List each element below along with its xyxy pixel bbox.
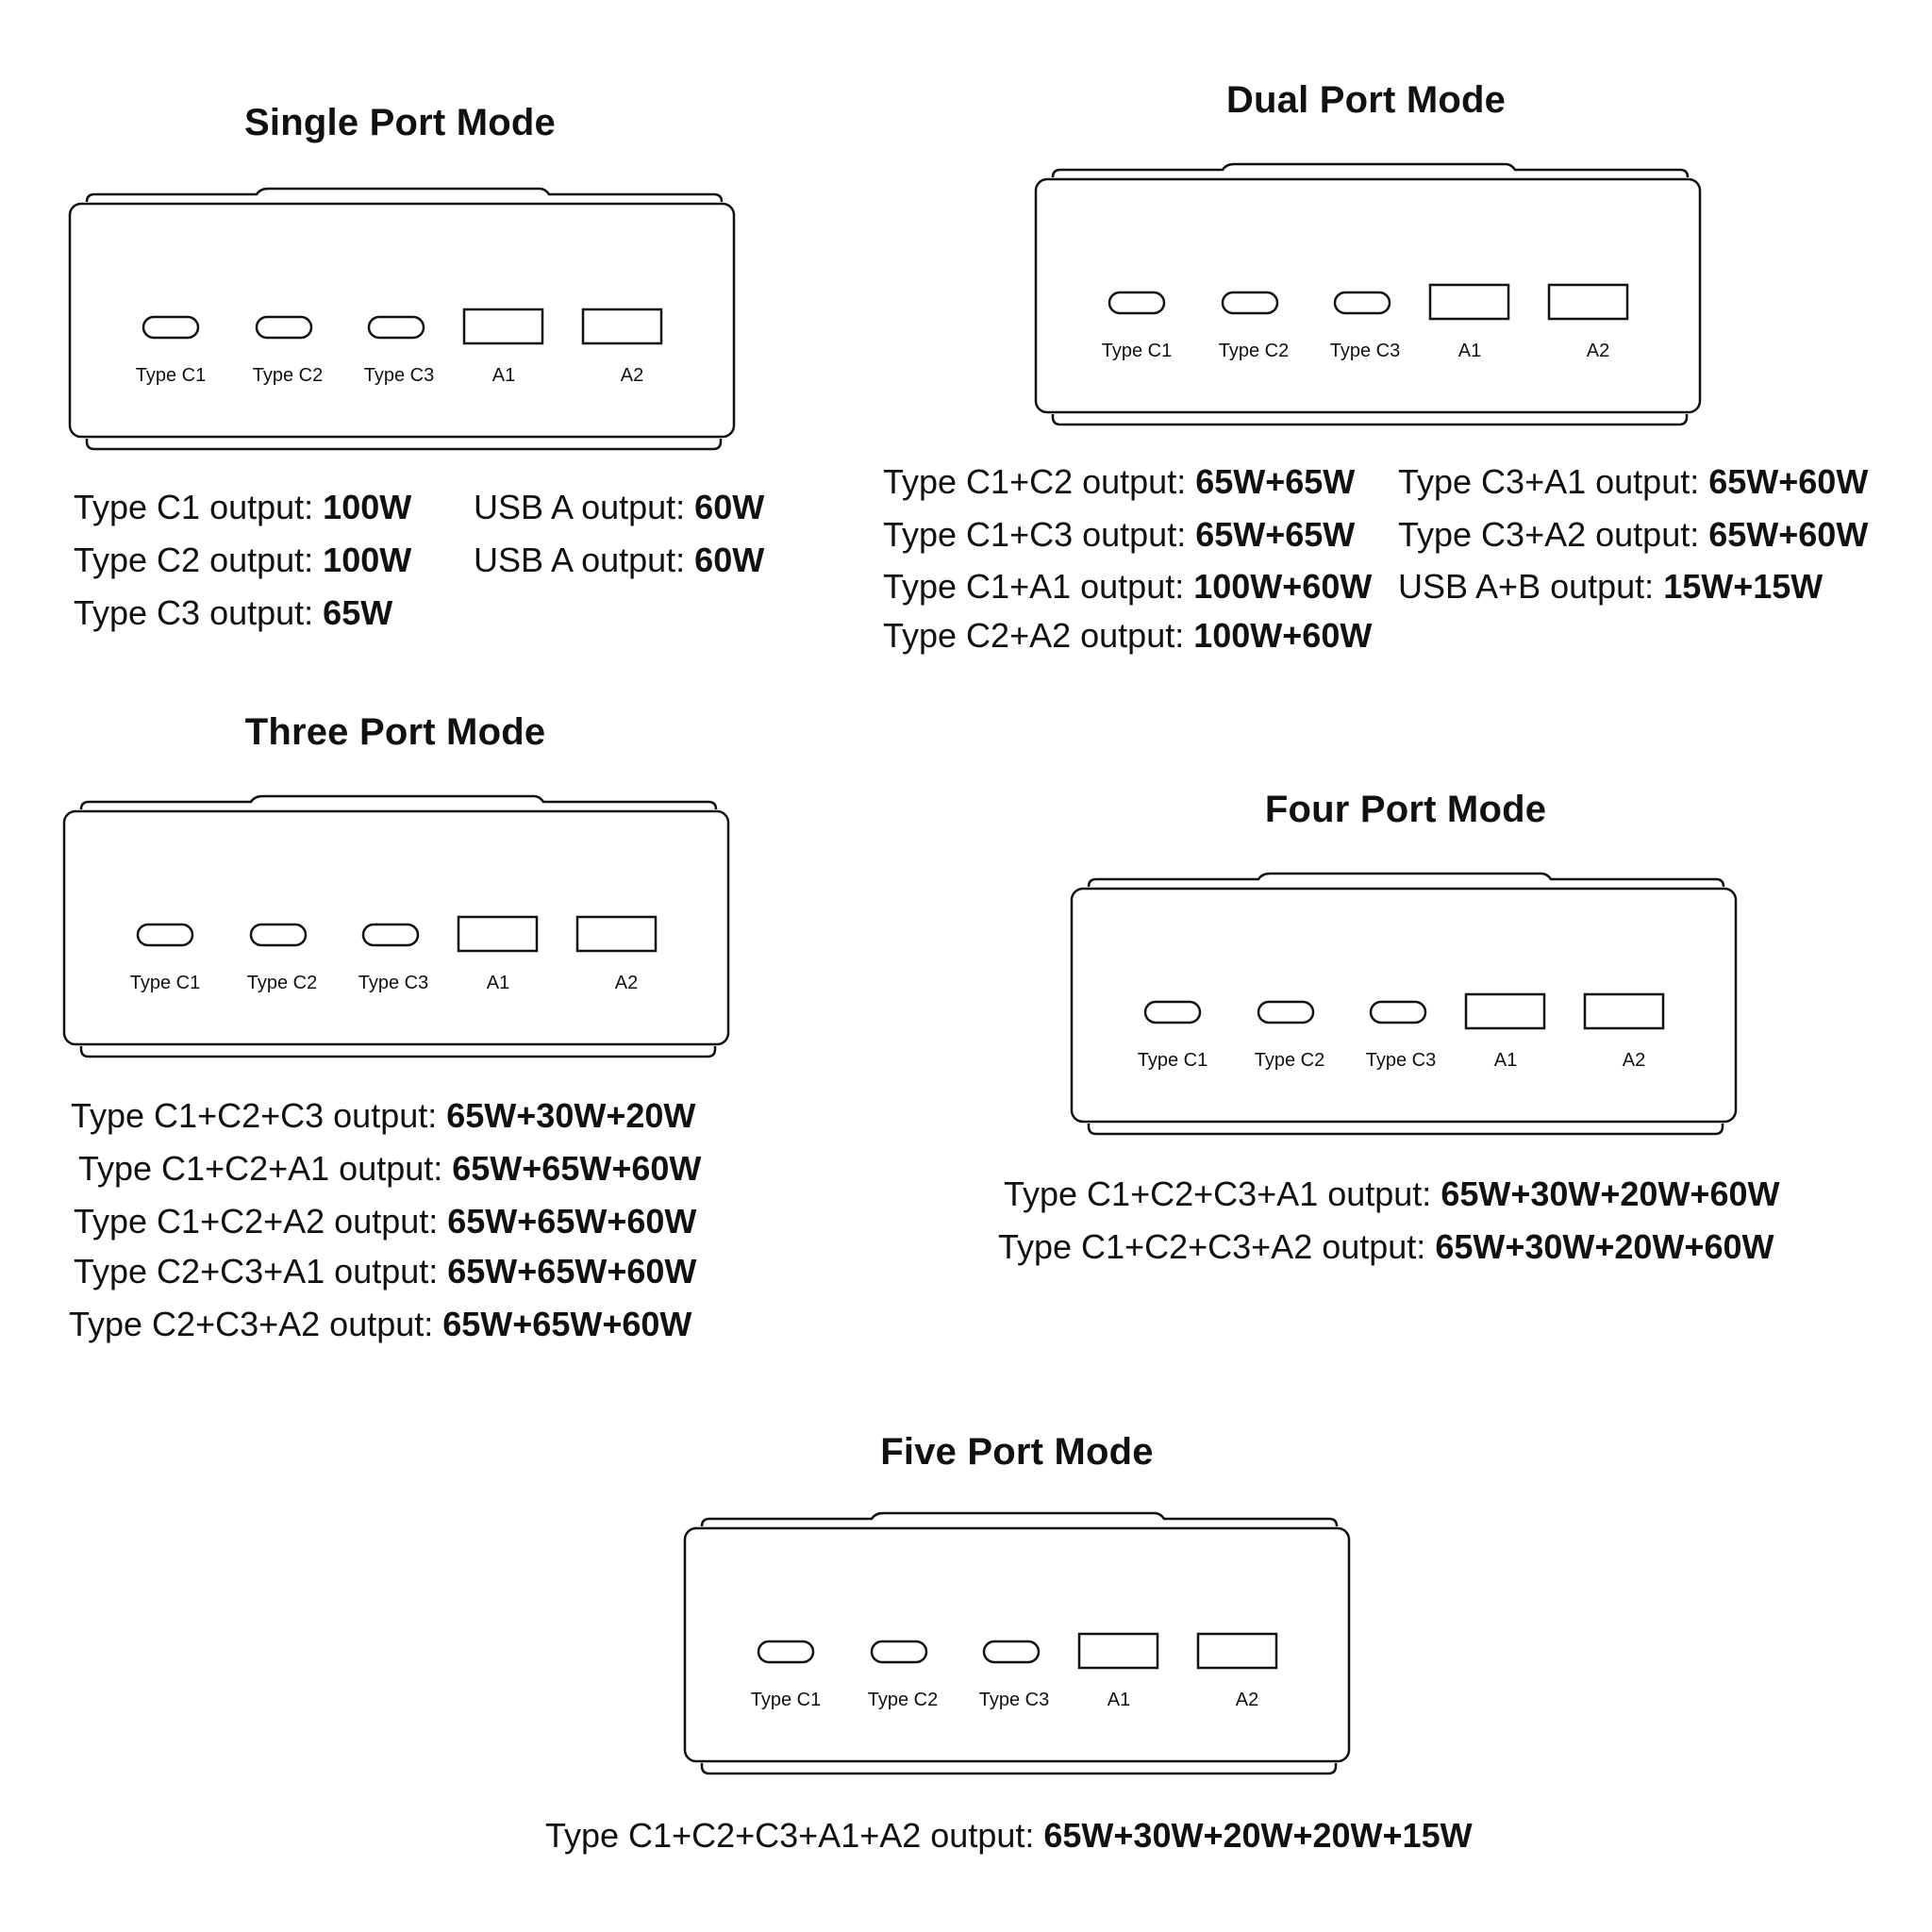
spec-line: Type C1+C2 output: 65W+65W: [883, 462, 1356, 501]
usb-c-port-icon: [367, 315, 425, 340]
charger-device-diagram: Type C1 Type C2 Type C3 A1 A2: [68, 187, 736, 451]
usb-c-port-icon: [1143, 1000, 1202, 1024]
usb-a-port-icon: [1547, 283, 1629, 321]
usb-c-port-icon: [870, 1640, 928, 1664]
port-label-a1: A1: [1108, 1690, 1130, 1710]
usb-c-port-icon: [1333, 291, 1391, 315]
charger-device-diagram: Type C1 Type C2 Type C3 A1 A2: [1070, 872, 1738, 1136]
usb-c-port-icon: [255, 315, 313, 340]
usb-c-port-icon: [1221, 291, 1279, 315]
usb-a-port-icon: [1196, 1632, 1278, 1670]
port-label-type-c1: Type C1: [136, 365, 206, 386]
three-port-mode-title: Three Port Mode: [244, 711, 546, 753]
port-label-type-c2: Type C2: [1255, 1050, 1324, 1071]
port-label-a1: A1: [1494, 1050, 1517, 1071]
usb-a-port-icon: [1583, 992, 1665, 1030]
usb-a-port-icon: [581, 308, 663, 345]
spec-line: Type C3+A1 output: 65W+60W: [1398, 462, 1869, 501]
spec-line: Type C1+C3 output: 65W+65W: [883, 515, 1356, 554]
port-label-type-c3: Type C3: [1366, 1050, 1436, 1071]
spec-line: Type C1+C2+C3+A2 output: 65W+30W+20W+60W: [998, 1227, 1774, 1266]
port-label-type-c3: Type C3: [979, 1690, 1049, 1710]
usb-c-port-icon: [982, 1640, 1041, 1664]
port-label-a1: A1: [492, 365, 515, 386]
charger-device-diagram: Type C1 Type C2 Type C3 A1 A2: [1034, 162, 1702, 426]
port-label-a1: A1: [487, 973, 509, 993]
port-label-a2: A2: [615, 973, 638, 993]
spec-line: Type C1+C2+C3 output: 65W+30W+20W: [71, 1096, 696, 1135]
spec-line: USB A output: 60W: [474, 541, 765, 579]
four-port-mode-title: Four Port Mode: [1264, 789, 1547, 830]
port-label-a2: A2: [621, 365, 643, 386]
usb-c-port-icon: [1369, 1000, 1427, 1024]
dual-port-mode-title: Dual Port Mode: [1225, 79, 1507, 121]
port-label-type-c1: Type C1: [130, 973, 200, 993]
spec-line: Type C2+A2 output: 100W+60W: [883, 616, 1373, 655]
usb-a-port-icon: [1464, 992, 1546, 1030]
port-label-type-c2: Type C2: [1219, 341, 1289, 361]
usb-c-port-icon: [757, 1640, 815, 1664]
usb-a-port-icon: [1077, 1632, 1159, 1670]
spec-line: USB A+B output: 15W+15W: [1398, 567, 1824, 606]
port-label-type-c3: Type C3: [358, 973, 428, 993]
usb-c-port-icon: [142, 315, 200, 340]
usb-a-port-icon: [462, 308, 544, 345]
usb-a-port-icon: [575, 915, 658, 953]
usb-c-port-icon: [1108, 291, 1166, 315]
spec-line: USB A output: 60W: [474, 488, 765, 526]
spec-line: Type C3+A2 output: 65W+60W: [1398, 515, 1869, 554]
usb-c-port-icon: [136, 923, 194, 947]
port-label-a2: A2: [1587, 341, 1609, 361]
charger-device-diagram: Type C1 Type C2 Type C3 A1 A2: [62, 794, 730, 1058]
port-label-a2: A2: [1623, 1050, 1645, 1071]
spec-line: Type C1+C2+C3+A1+A2 output: 65W+30W+20W+…: [545, 1816, 1473, 1855]
spec-line: Type C1+C2+C3+A1 output: 65W+30W+20W+60W: [1004, 1174, 1780, 1213]
usb-a-port-icon: [1428, 283, 1510, 321]
port-label-type-c2: Type C2: [247, 973, 317, 993]
spec-line: Type C2+C3+A2 output: 65W+65W+60W: [69, 1305, 692, 1343]
charger-device-diagram: Type C1 Type C2 Type C3 A1 A2: [683, 1511, 1351, 1775]
spec-line: Type C1+C2+A1 output: 65W+65W+60W: [78, 1149, 702, 1188]
usb-a-port-icon: [457, 915, 539, 953]
spec-line: Type C3 output: 65W: [74, 593, 393, 632]
port-label-type-c2: Type C2: [253, 365, 323, 386]
spec-line: Type C2 output: 100W: [74, 541, 412, 579]
port-label-type-c1: Type C1: [1102, 341, 1172, 361]
port-label-a2: A2: [1236, 1690, 1258, 1710]
port-label-type-c2: Type C2: [868, 1690, 938, 1710]
port-label-a1: A1: [1458, 341, 1481, 361]
port-label-type-c1: Type C1: [751, 1690, 821, 1710]
usb-c-port-icon: [361, 923, 420, 947]
spec-line: Type C2+C3+A1 output: 65W+65W+60W: [74, 1252, 697, 1291]
usb-c-port-icon: [1257, 1000, 1315, 1024]
spec-line: Type C1+A1 output: 100W+60W: [883, 567, 1373, 606]
port-label-type-c3: Type C3: [364, 365, 434, 386]
port-label-type-c1: Type C1: [1138, 1050, 1208, 1071]
spec-line: Type C1 output: 100W: [74, 488, 412, 526]
five-port-mode-title: Five Port Mode: [880, 1431, 1154, 1473]
single-port-mode-title: Single Port Mode: [244, 102, 556, 143]
spec-line: Type C1+C2+A2 output: 65W+65W+60W: [74, 1202, 697, 1241]
usb-c-port-icon: [249, 923, 308, 947]
port-label-type-c3: Type C3: [1330, 341, 1400, 361]
